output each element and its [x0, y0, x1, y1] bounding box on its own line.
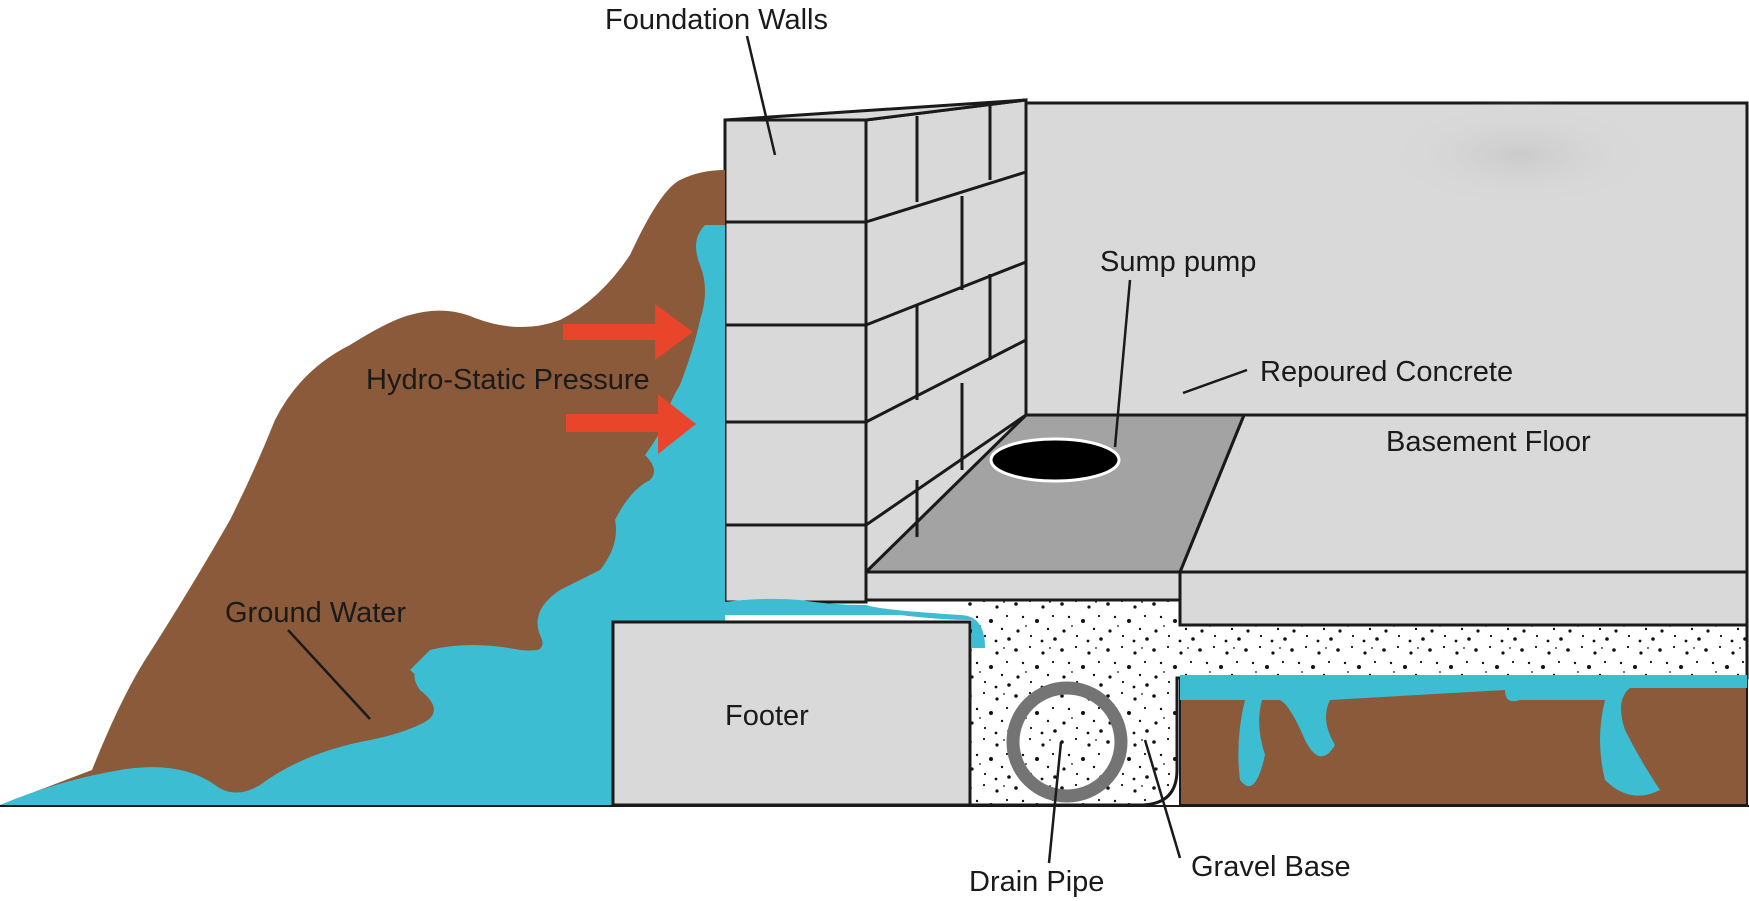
pressure-arrows [563, 304, 696, 454]
leader-gravel-base [1143, 739, 1182, 859]
label-ground-water: Ground Water [225, 597, 406, 629]
sump-pump-pit [989, 437, 1121, 483]
labels: Foundation Walls Sump pump Repoured Conc… [225, 4, 1591, 898]
label-hydrostatic-pressure: Hydro-Static Pressure [366, 364, 650, 396]
leader-repoured-concrete [1182, 368, 1248, 395]
leader-ground-water [287, 629, 371, 720]
right-arrow-icon [566, 394, 696, 454]
ground-water-channel [410, 615, 620, 686]
leader-drain-pipe [1047, 741, 1063, 864]
water-under-floor [1180, 675, 1747, 796]
right-arrow-icon [563, 304, 693, 360]
soil-under-floor [1179, 675, 1748, 806]
label-repoured-concrete: Repoured Concrete [1260, 356, 1513, 388]
label-drain-pipe: Drain Pipe [969, 866, 1104, 898]
label-footer: Footer [725, 700, 809, 732]
basement-floor-slab-edge [1178, 570, 1749, 627]
basement-interior [1024, 100, 1749, 627]
wall-smudge [1380, 100, 1660, 210]
leader-sump-pump [1113, 279, 1132, 448]
foundation-wall [723, 98, 1028, 604]
footer-block [611, 620, 972, 807]
leader-lines [287, 35, 1248, 864]
repoured-concrete-edge [864, 570, 1182, 602]
label-sump-pump: Sump pump [1100, 246, 1256, 278]
foundation-wall-face [723, 118, 868, 604]
label-gravel-base: Gravel Base [1191, 851, 1351, 883]
ground-water [0, 225, 985, 805]
label-basement-floor: Basement Floor [1386, 426, 1591, 458]
leader-foundation-walls [745, 35, 777, 156]
drain-pipe [1006, 681, 1128, 803]
label-foundation-walls: Foundation Walls [605, 4, 828, 36]
